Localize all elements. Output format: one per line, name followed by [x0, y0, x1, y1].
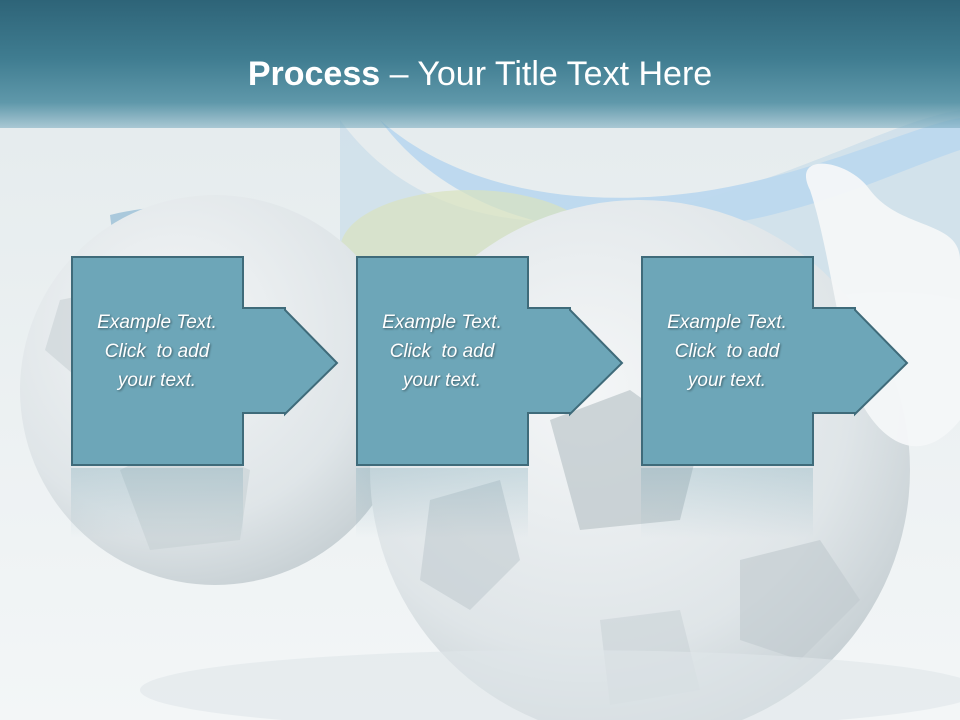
process-step-3[interactable]: Example Text. Click to add your text. [641, 256, 911, 466]
slide-title[interactable]: Process – Your Title Text Here [0, 52, 960, 96]
arrow-callout-shape [641, 256, 909, 466]
step-text-line: Example Text. [382, 312, 502, 333]
step-reflection [356, 468, 528, 538]
step-text: Example Text. Click to add your text. [73, 308, 241, 395]
process-step-1[interactable]: Example Text. Click to add your text. [71, 256, 341, 466]
title-rest-part: – Your Title Text Here [380, 55, 713, 93]
step-text-line: Click to add [389, 341, 495, 362]
step-text-line: Example Text. [97, 312, 217, 333]
title-bar [0, 0, 960, 128]
step-text: Example Text. Click to add your text. [358, 308, 526, 395]
step-text-line: Click to add [674, 341, 780, 362]
arrow-callout-shape [71, 256, 339, 466]
title-bold-part: Process [247, 55, 381, 93]
step-text: Example Text. Click to add your text. [643, 308, 811, 395]
step-text-line: your text. [687, 370, 767, 391]
step-text-line: your text. [402, 370, 482, 391]
step-reflection [641, 468, 813, 538]
step-text-line: your text. [117, 370, 197, 391]
step-reflection [71, 468, 243, 538]
arrow-callout-shape [356, 256, 624, 466]
process-step-2[interactable]: Example Text. Click to add your text. [356, 256, 626, 466]
step-text-line: Example Text. [667, 312, 787, 333]
step-text-line: Click to add [104, 341, 210, 362]
